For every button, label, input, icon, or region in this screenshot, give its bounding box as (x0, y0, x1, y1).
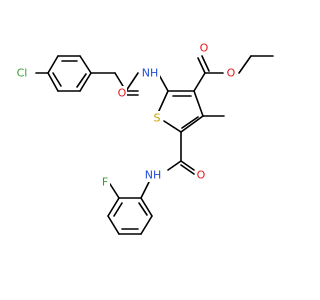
bond-n-c (140, 179, 151, 199)
bond (79, 55, 92, 74)
fluorophenyl-ring (107, 197, 153, 235)
bond-double-inner (113, 202, 123, 217)
bond (193, 90, 204, 117)
bond (163, 120, 182, 133)
bond (107, 197, 120, 217)
bond (193, 72, 206, 92)
atom-text-o: O (197, 169, 206, 182)
bond (47, 72, 59, 92)
atom-text-o: O (227, 67, 236, 80)
bond-c-n (167, 160, 182, 171)
bond-c-o (180, 160, 195, 171)
bond (107, 215, 120, 235)
bond (140, 197, 153, 217)
bond (157, 90, 169, 114)
atom-text-f: F (102, 176, 108, 189)
atom-text-nh: NH (142, 67, 159, 80)
atom-text-s: S (154, 112, 161, 125)
bond-c-f (109, 183, 120, 199)
chlorophenyl-ring (47, 55, 92, 92)
bond-double-inner (76, 73, 87, 88)
atom-label-s: S (152, 111, 162, 125)
bond-double-inner (138, 202, 148, 216)
bond (180, 115, 204, 133)
thiophene-ring (157, 90, 204, 133)
bond-double-inner (52, 72, 62, 87)
bond-double-inner (181, 116, 199, 129)
atom-label-n-amide2: NH (143, 168, 163, 182)
bond-c-n (125, 72, 139, 92)
atom-text-o: O (200, 42, 209, 55)
atom-text-o: O (118, 87, 127, 100)
bond (79, 72, 92, 92)
atom-label-o-amide1: O (117, 86, 127, 100)
bond (238, 55, 252, 74)
atom-label-cl: Cl (13, 66, 31, 80)
atom-label-f: F (100, 175, 110, 189)
atom-label-o-amide2: O (196, 168, 206, 182)
bond-c-o-double (201, 55, 210, 72)
molecule-structure: Cl O NH O O S O NH F (13, 41, 274, 235)
atom-label-n-amide1: NH (140, 66, 160, 80)
atom-text-cl: Cl (17, 67, 28, 80)
bond-c-o (197, 57, 206, 74)
bond (47, 55, 59, 74)
molecule-canvas: Cl O NH O O S O NH F (13, 41, 274, 235)
atom-text-nh: NH (145, 169, 162, 182)
bond (140, 215, 153, 235)
bond-c-o-double (180, 164, 195, 175)
atom-label-o-ester: O (226, 66, 236, 80)
atom-label-o-ester-carbonyl: O (199, 41, 209, 55)
